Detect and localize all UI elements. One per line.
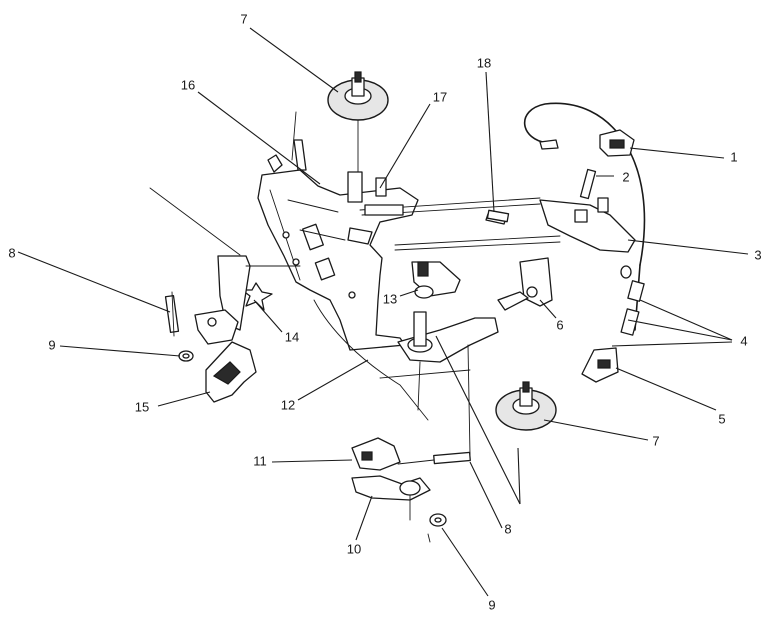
- callout-5: 5: [718, 411, 725, 426]
- callout-9-left: 9: [48, 337, 55, 352]
- spring-2: [579, 168, 597, 200]
- callout-13: 13: [383, 291, 397, 306]
- callout-16: 16: [181, 77, 195, 92]
- callout-2: 2: [622, 169, 629, 184]
- cable-assembly: [523, 102, 646, 331]
- left-arm-bracket: [149, 187, 301, 345]
- washer-bottom: [427, 513, 447, 543]
- reel-disc-top: [327, 71, 389, 176]
- callout-11: 11: [253, 453, 267, 468]
- right-bracket: [539, 197, 636, 253]
- callout-7-top: 7: [240, 11, 247, 26]
- callout-1: 1: [730, 149, 737, 164]
- main-chassis-plate: [257, 154, 419, 351]
- callout-10: 10: [347, 541, 361, 556]
- callout-3: 3: [754, 247, 761, 262]
- callout-18: 18: [477, 55, 491, 70]
- spring-bottom: [397, 451, 471, 465]
- callout-4: 4: [740, 333, 747, 348]
- callout-9-bottom: 9: [488, 597, 495, 612]
- plug-end: [581, 347, 619, 383]
- mid-pulley: [411, 261, 461, 299]
- pinch-roller-assembly: [397, 311, 499, 456]
- callout-8-bottom: 8: [504, 521, 511, 536]
- callout-14: 14: [285, 329, 299, 344]
- callout-6: 6: [556, 317, 563, 332]
- leader-lines: [17, 27, 749, 597]
- callout-17: 17: [433, 89, 447, 104]
- washer-left: [178, 350, 194, 362]
- bottom-lever: [351, 475, 431, 521]
- arm-assembly: [497, 257, 553, 311]
- reel-disc-right: [495, 381, 557, 431]
- cable-connectors: [620, 265, 645, 336]
- callout-12: 12: [281, 397, 295, 412]
- spring-left: [164, 291, 180, 337]
- long-lever: [313, 299, 471, 421]
- cam-plate: [205, 341, 257, 403]
- callout-7-right: 7: [652, 433, 659, 448]
- callout-labels: 1 2 3 4 5 6 7 7 8 8 9 9 10 11 12 13 14 1…: [8, 11, 761, 612]
- bottom-bracket: [351, 437, 401, 471]
- callout-15: 15: [135, 399, 149, 414]
- spring-left-top: [291, 111, 307, 171]
- callout-8-left: 8: [8, 245, 15, 260]
- spring-link: [486, 209, 510, 223]
